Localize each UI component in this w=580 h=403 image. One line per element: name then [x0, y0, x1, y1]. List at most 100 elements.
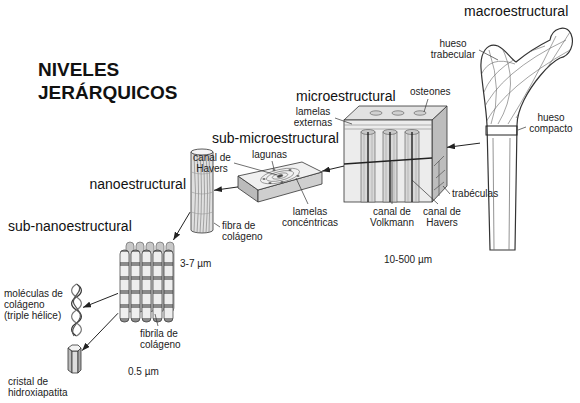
part-label: canal de Havers [190, 152, 234, 174]
level-heading: nanoestructural [89, 176, 186, 192]
triple-helix [73, 286, 81, 336]
text-holder: sub-microestructural [212, 130, 339, 146]
femur-drawing [481, 28, 572, 250]
level-heading: microestructural [296, 88, 396, 104]
part-label: canal de Volkmann [366, 206, 418, 228]
dimension-label: 3-7 µm [180, 258, 211, 269]
text-holder: lamelas externas [290, 106, 336, 128]
collagen-fiber [191, 172, 213, 214]
text-holder: cristal de hidroxiapatita [8, 376, 80, 398]
part-label: fibrila de colágeno [140, 328, 186, 350]
fibril-stack [164, 250, 173, 322]
text-holder: lagunas [252, 149, 287, 160]
triple-helix [72, 284, 82, 336]
sub-microstructure-slab [277, 174, 283, 178]
part-label: osteones [410, 86, 451, 97]
text-holder: fibrila de colágeno [140, 328, 186, 350]
fibril-stack [142, 250, 151, 322]
sub-microstructure-slab [272, 172, 289, 181]
leader-lines [155, 50, 526, 326]
text-holder: 10-500 µm [384, 254, 432, 265]
sub-microstructure-slab [288, 169, 291, 171]
text-holder: nanoestructural [89, 176, 186, 192]
sub-micro-level: sub-microestructural [238, 160, 322, 202]
text-holder: macroestructural [464, 3, 568, 19]
text-holder: hueso trabecular [428, 38, 478, 60]
macro-level: macroestructural [480, 24, 575, 250]
level-heading: macroestructural [464, 3, 568, 19]
text-holder: hueso compacto [528, 112, 574, 134]
part-label: lamelas externas [290, 106, 336, 128]
microstructure-block [364, 132, 416, 202]
dimension-label: 0.5 µm [128, 366, 159, 377]
diagram-title: NIVELES JERÁRQUICOS [38, 58, 188, 104]
femur-drawing [486, 126, 517, 135]
sub-microstructure-slab [238, 162, 322, 190]
text-holder: moléculas de colágeno (triple hélice) [4, 288, 66, 321]
part-label: trabéculas [452, 188, 498, 199]
text-holder: lamelas concéntricas [280, 206, 340, 228]
text-holder: canal de Havers [420, 206, 464, 228]
microstructure-block [368, 132, 412, 202]
trabecular-mesh [481, 32, 570, 124]
part-label: hueso compacto [528, 112, 574, 134]
sub-microstructure-slab [238, 162, 322, 202]
femur-drawing [481, 28, 572, 250]
microstructure-block [434, 156, 445, 196]
dimension-label: 10-500 µm [384, 254, 432, 265]
sub-microstructure-slab [262, 169, 299, 184]
fibril-stack [153, 250, 162, 322]
triple-helix [72, 284, 82, 336]
text-holder: fibra de colágeno [222, 220, 268, 242]
microstructure-block [392, 111, 404, 115]
hydroxyapatite-crystal [68, 345, 81, 351]
triple-helix [72, 284, 82, 336]
microstructure-block [344, 158, 432, 164]
sub-microstructure-slab [296, 175, 299, 177]
text-holder: sub-nanoestructural [8, 218, 132, 234]
part-label: lagunas [252, 149, 287, 160]
text-holder: osteones [410, 86, 451, 97]
hydroxyapatite-crystal [72, 351, 78, 373]
microstructure-block [344, 120, 432, 202]
zoom-arrow [83, 293, 118, 307]
hydroxyapatite-crystal [68, 345, 81, 373]
level-heading: sub-nanoestructural [8, 218, 132, 234]
part-label: moléculas de colágeno (triple hélice) [4, 288, 66, 321]
part-label: canal de Havers [420, 206, 464, 228]
zoom-arrow [322, 166, 344, 171]
text-holder: canal de Havers [190, 152, 234, 174]
microstructure-block [344, 106, 447, 120]
molecule-figure: moléculas de colágeno (triple hélice) [70, 284, 83, 336]
zoom-arrow [173, 212, 190, 240]
fibril-stack [120, 242, 174, 322]
sub-microstructure-slab [280, 181, 283, 183]
micro-level: microestructural [344, 106, 447, 202]
connector-group [82, 143, 480, 351]
sub-microstructure-slab [259, 165, 301, 187]
sub-microstructure-slab [265, 168, 294, 183]
part-label: cristal de hidroxiapatita [8, 376, 80, 398]
zoom-arrow [447, 143, 480, 147]
part-label: fibra de colágeno [222, 220, 268, 242]
trabecular-mesh [481, 32, 570, 124]
crystal-figure: cristal de hidroxiapatita [66, 344, 82, 374]
title-holder: NIVELES JERÁRQUICOS [38, 58, 188, 104]
fibril-stack [131, 250, 140, 322]
text-holder: canal de Volkmann [366, 206, 418, 228]
text-holder: 3-7 µm [180, 258, 211, 269]
sub-microstructure-slab [268, 182, 271, 184]
hydroxyapatite-crystal [78, 348, 81, 373]
fibril-stack [120, 250, 129, 322]
hydroxyapatite-crystal [68, 348, 72, 373]
sub-microstructure-slab [272, 169, 275, 171]
level-heading: sub-microestructural [212, 130, 339, 146]
zoom-arrow [82, 313, 118, 350]
sub-microstructure-slab [262, 178, 265, 180]
sub-microstructure-slab [259, 165, 301, 187]
text-holder: 0.5 µm [128, 366, 159, 377]
part-label: hueso trabecular [428, 38, 478, 60]
microstructure-block [370, 111, 382, 115]
text-holder: trabéculas [452, 188, 498, 199]
leader-lines [155, 50, 526, 326]
